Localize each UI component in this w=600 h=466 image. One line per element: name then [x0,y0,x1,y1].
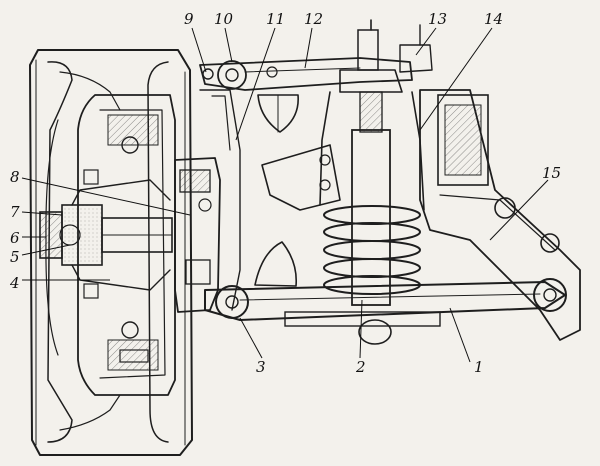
coil-spring [323,205,421,295]
callout-9: 9 [184,10,194,28]
callout-6: 6 [10,229,20,247]
callout-labels: 1 2 3 4 5 6 7 8 9 10 11 12 13 14 15 [9,10,561,376]
steering-knuckle [174,89,241,313]
callout-7: 7 [10,203,20,221]
lower-bump-stop [254,241,298,287]
callout-3: 3 [256,358,266,376]
callout-15: 15 [542,164,561,182]
callout-14: 14 [484,10,503,28]
lower-control-arm [204,278,567,345]
leader-lines [21,27,549,363]
upper-bump-stop [257,94,299,133]
crossmember [399,24,581,341]
callout-12: 12 [304,10,323,28]
wheel-hub [39,169,173,299]
callout-13: 13 [428,10,447,28]
callout-11: 11 [266,10,285,28]
callout-2: 2 [355,358,366,376]
callout-8: 8 [10,168,20,186]
callout-4: 4 [9,274,20,292]
callout-1: 1 [474,358,484,376]
bracket [261,144,341,211]
brake-drum [45,94,176,396]
callout-10: 10 [214,10,234,28]
callout-5: 5 [10,248,20,266]
